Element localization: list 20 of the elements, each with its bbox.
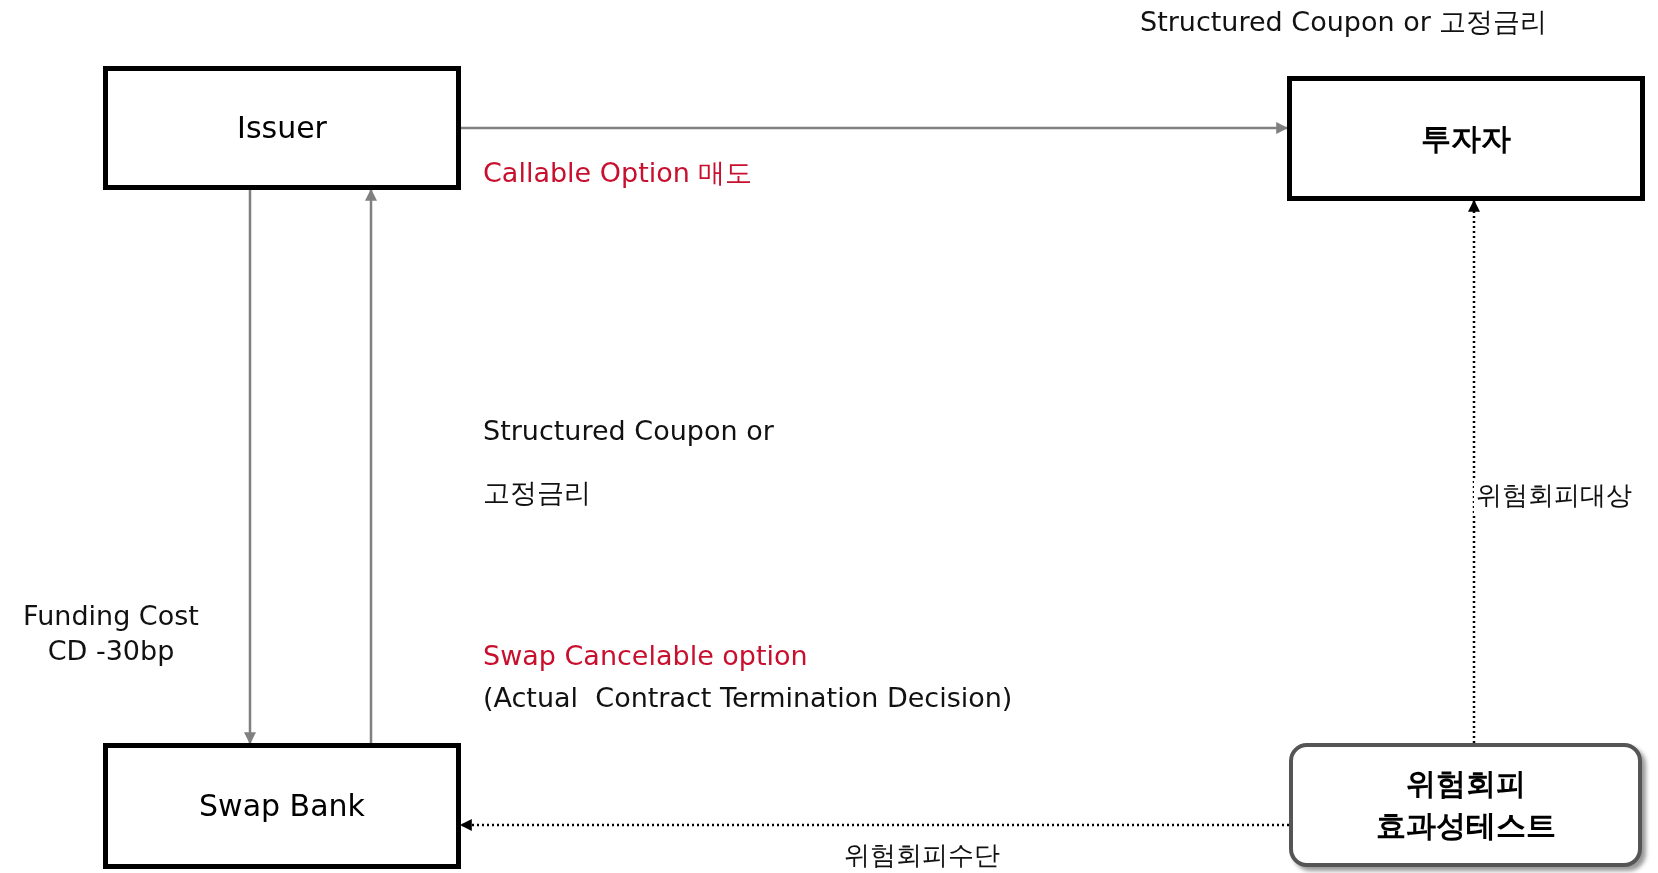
annotation-text: Callable Option 매도 xyxy=(483,156,753,190)
note-text: (Actual Contract Termination Decision) xyxy=(483,681,1013,715)
arrow xyxy=(459,819,1289,831)
process-box xyxy=(103,66,461,190)
arrow xyxy=(1468,199,1480,743)
node-text: 위험회피 효과성테스트 xyxy=(1374,765,1557,845)
arrow xyxy=(461,122,1289,134)
node-text: Issuer xyxy=(237,109,327,147)
process-box xyxy=(1287,76,1645,201)
annotation-text: Swap Cancelable option xyxy=(483,639,808,673)
note-text: Structured Coupon or 고정금리 xyxy=(483,414,775,511)
edge-label: 위험회피대상 xyxy=(1474,478,1634,513)
arrow xyxy=(244,190,256,745)
note-text: Structured Coupon or 고정금리 xyxy=(1140,5,1549,39)
rounded-box xyxy=(1289,743,1642,867)
note-text: Funding Cost CD -30bp xyxy=(22,599,200,669)
arrow xyxy=(365,188,377,743)
node-text: Swap Bank xyxy=(199,787,365,825)
process-box xyxy=(103,743,461,869)
node-text: 투자자 xyxy=(1421,119,1511,158)
